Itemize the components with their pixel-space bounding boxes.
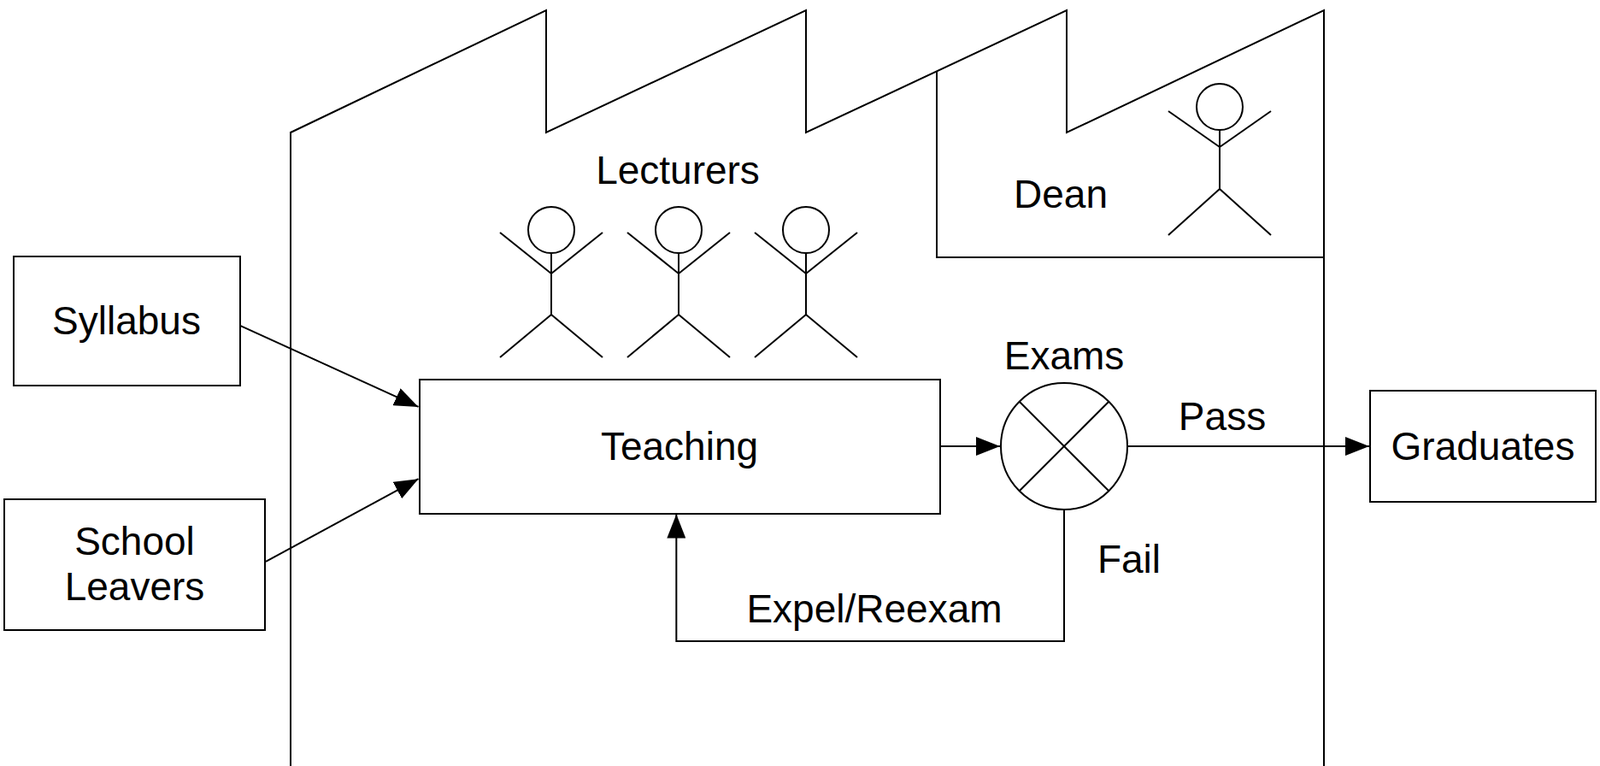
stick-figure	[500, 206, 603, 358]
flow-arrow	[265, 478, 419, 562]
exam-junction: Exams	[1000, 382, 1129, 511]
stick-figure	[1168, 83, 1271, 236]
process-box: Teaching	[418, 378, 942, 515]
node-text: Graduates	[1391, 423, 1576, 470]
dean-office	[936, 70, 1324, 258]
flow-arrow	[241, 325, 419, 407]
flow-arrow	[1128, 445, 1370, 448]
node-text: Syllabus	[52, 298, 201, 344]
flow-arrow	[941, 445, 1001, 448]
stick-figure	[754, 206, 858, 358]
edge-label: Pass	[1178, 394, 1266, 440]
stick-figure	[627, 206, 730, 358]
node-text: Exams	[1004, 333, 1125, 379]
branch-label: Fail	[1097, 536, 1161, 583]
node-text: School Leavers	[5, 518, 265, 610]
node-text: Teaching	[600, 423, 759, 470]
exam-symbol	[1000, 382, 1129, 511]
factory-outline	[290, 10, 1324, 766]
flow-arrow	[676, 510, 1065, 642]
output-box: Graduates	[1369, 389, 1597, 503]
input-box: Syllabus	[12, 255, 242, 387]
group-label: Lecturers	[595, 147, 760, 194]
room-label: Dean	[1013, 171, 1108, 218]
edge-label: Expel/Reexam	[746, 586, 1002, 632]
input-box: School Leavers	[3, 498, 266, 631]
